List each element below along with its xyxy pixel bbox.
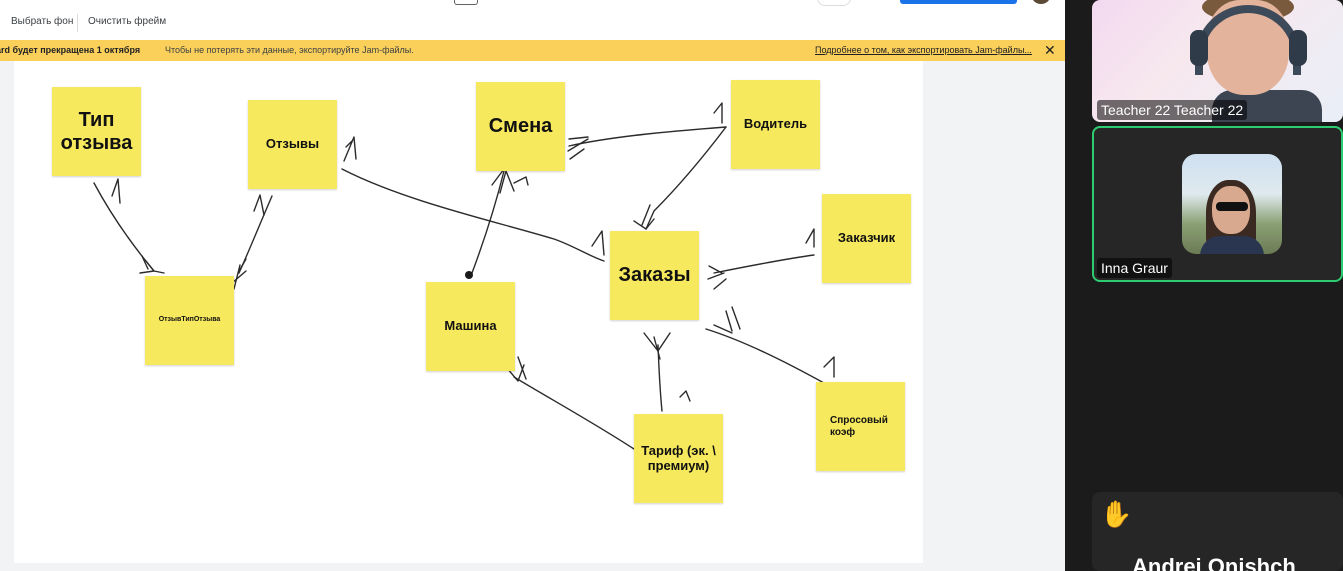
- clear-frame-button[interactable]: Очистить фрейм: [88, 16, 167, 27]
- toolbar-pill-button[interactable]: [817, 0, 851, 6]
- banner-message: Чтобы не потерять эти данные, экспортиру…: [165, 45, 414, 55]
- participant-name: Andrei Onishch: [1132, 554, 1296, 571]
- headset-earcup-left: [1190, 30, 1208, 66]
- sticky-smena[interactable]: Смена: [476, 82, 565, 171]
- avatar: [1182, 154, 1282, 254]
- stroke-smena-to-voditel: [568, 126, 727, 147]
- participant-tile-teacher[interactable]: Teacher 22 Teacher 22: [1092, 0, 1343, 122]
- stroke-smena-to-mashina: [471, 170, 505, 274]
- stroke-smena-crowfoot: [567, 136, 589, 160]
- sticky-tip-otzyva[interactable]: Тип отзыва: [52, 87, 141, 176]
- stroke-zakazy-to-sprosovy: [705, 328, 825, 384]
- toolbar-divider: [77, 14, 78, 32]
- sticky-otzyvy[interactable]: Отзывы: [248, 100, 337, 189]
- banner-close-icon[interactable]: ✕: [1044, 42, 1056, 58]
- participant-name: Teacher 22 Teacher 22: [1097, 100, 1248, 120]
- video-call-panel: Teacher 22 Teacher 22 Inna Graur ✋ Andre…: [1065, 0, 1343, 571]
- deprecation-banner: ard будет прекращена 1 октября Чтобы не …: [0, 40, 1065, 61]
- banner-title: ard будет прекращена 1 октября: [0, 45, 141, 55]
- stroke-tip-to-link: [93, 182, 165, 274]
- whiteboard-canvas[interactable]: Тип отзыва Отзывы Смена Водитель Заказчи…: [14, 61, 923, 563]
- stroke-voditel-to-zakazy: [645, 126, 727, 230]
- stroke-mashina-to-tarif: [513, 376, 635, 450]
- banner-learn-more-link[interactable]: Подробнее о том, как экспортировать Jam-…: [815, 45, 1032, 55]
- participant-tile-andrei[interactable]: ✋ Andrei Onishch: [1092, 492, 1343, 571]
- stroke-voditel-arrow: [713, 102, 723, 124]
- sticky-mashina[interactable]: Машина: [426, 282, 515, 371]
- stroke-tarif-arrow: [679, 390, 691, 402]
- participant-tile-inna[interactable]: Inna Graur: [1092, 126, 1343, 282]
- stroke-zakazy-to-zakazchik: [713, 254, 815, 274]
- toolbar: Выбрать фон Очистить фрейм: [0, 0, 1065, 41]
- stroke-smena-arrow-bottom: [513, 176, 529, 186]
- freehand-strokes: [93, 102, 835, 450]
- stroke-sprosovy-arrow: [823, 356, 835, 378]
- stroke-zakazy-crowfoot-top: [633, 204, 655, 230]
- stroke-tip-crowfoot: [139, 255, 155, 274]
- raised-hand-icon: ✋: [1100, 499, 1133, 529]
- stroke-zakazchik-arrow: [805, 228, 815, 248]
- stroke-tip-arrow: [111, 178, 121, 204]
- stroke-otzyvy-to-zakazy: [341, 168, 605, 262]
- frame-icon[interactable]: [454, 0, 478, 5]
- headset-earcup-right: [1289, 30, 1307, 66]
- sticky-zakazy[interactable]: Заказы: [610, 231, 699, 320]
- sticky-zakazchik[interactable]: Заказчик: [822, 194, 911, 283]
- stroke-zakazy-crowfoot-bottomright: [713, 306, 741, 334]
- account-avatar[interactable]: [1031, 0, 1051, 4]
- stroke-smena-crowfoot-bottom: [491, 168, 515, 194]
- jamboard-app: Выбрать фон Очистить фрейм ard будет пре…: [0, 0, 1065, 571]
- stroke-otzyvy-crowfoot2: [343, 136, 357, 162]
- sticky-voditel[interactable]: Водитель: [731, 80, 820, 169]
- connector-dot: [465, 271, 473, 279]
- sticky-tarif[interactable]: Тариф (эк. \ премиум): [634, 414, 723, 503]
- avatar-glasses: [1216, 202, 1248, 211]
- stroke-zakazy-arrow-left: [591, 230, 605, 256]
- stroke-zakazy-crowfoot-right: [707, 265, 727, 290]
- participant-name: Inna Graur: [1097, 258, 1172, 278]
- avatar-body: [1200, 236, 1264, 254]
- stroke-zakazy-crowfoot-bottom: [643, 332, 671, 360]
- choose-background-button[interactable]: Выбрать фон: [11, 16, 74, 27]
- stroke-otzyvy-crowfoot: [231, 258, 247, 290]
- stroke-otzyvy-arrow: [253, 194, 265, 216]
- share-button[interactable]: [900, 0, 1017, 4]
- sticky-sprosovy-koef[interactable]: Спросовый коэф: [816, 382, 905, 471]
- sticky-otzyv-tip-otzyva[interactable]: ОтзывТипОтзыва: [145, 276, 234, 365]
